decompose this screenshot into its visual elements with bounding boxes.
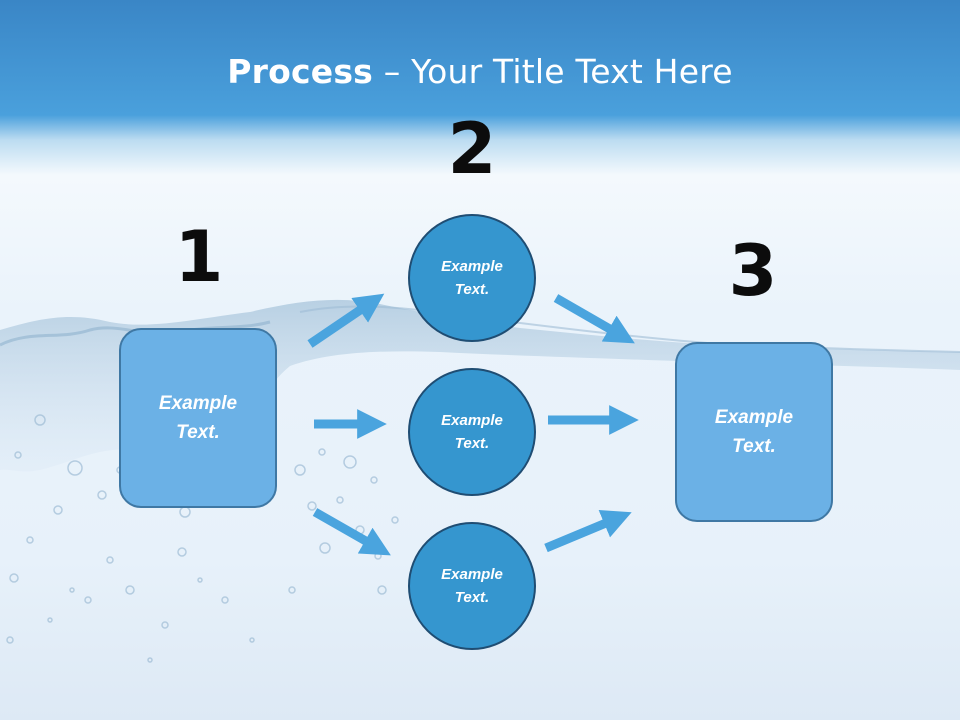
step-2-circle-middle: Example Text. [408, 368, 536, 496]
step-number-1: 1 [174, 216, 224, 298]
step-2-bottom-text: Example Text. [441, 566, 503, 606]
arrow-bottom-to-3 [544, 510, 632, 553]
step-number-2: 2 [447, 108, 497, 190]
title-bold: Process [227, 52, 374, 91]
arrow-1-to-bottom [312, 508, 391, 556]
step-number-3: 3 [728, 230, 778, 312]
slide-title: Process – Your Title Text Here [0, 52, 960, 91]
step-2-circle-top: Example Text. [408, 214, 536, 342]
arrow-top-to-3 [553, 294, 635, 344]
arrow-1-to-top [307, 293, 385, 348]
title-rest: – Your Title Text Here [373, 52, 733, 91]
step-3-box: Example Text. [675, 342, 833, 522]
step-1-text: Example Text. [158, 393, 238, 443]
step-1-box: Example Text. [119, 328, 277, 508]
step-3-text: Example Text. [714, 407, 794, 457]
step-2-middle-text: Example Text. [441, 412, 503, 452]
step-2-circle-bottom: Example Text. [408, 522, 536, 650]
step-2-top-text: Example Text. [441, 258, 503, 298]
